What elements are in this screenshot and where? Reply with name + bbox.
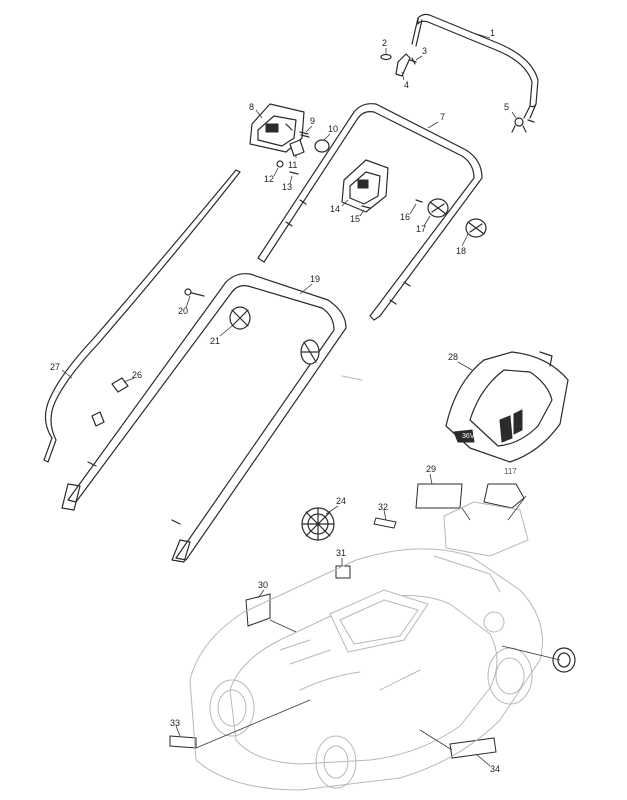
callout-27: 27 bbox=[50, 362, 60, 372]
callout-5: 5 bbox=[504, 102, 509, 112]
callout-26: 26 bbox=[132, 370, 142, 380]
callout-15: 15 bbox=[350, 214, 360, 224]
callout-numbers: 1 2 3 4 5 7 8 9 10 11 12 13 14 15 16 17 … bbox=[50, 28, 517, 774]
callout-28: 28 bbox=[448, 352, 458, 362]
callout-3: 3 bbox=[422, 46, 427, 56]
callout-29: 29 bbox=[426, 464, 436, 474]
callout-19: 19 bbox=[310, 274, 320, 284]
callout-4: 4 bbox=[404, 80, 409, 90]
callout-11: 11 bbox=[288, 160, 297, 170]
callout-8: 8 bbox=[249, 102, 254, 112]
switch-box bbox=[249, 103, 305, 153]
leader-lines bbox=[61, 31, 561, 767]
middle-handle bbox=[257, 103, 483, 321]
callout-33: 33 bbox=[170, 718, 180, 728]
callout-13: 13 bbox=[282, 182, 292, 192]
labels-and-decals bbox=[169, 483, 525, 759]
callout-1: 1 bbox=[490, 28, 495, 38]
callout-31: 31 bbox=[336, 548, 346, 558]
callout-16: 16 bbox=[400, 212, 410, 222]
callout-17: 17 bbox=[416, 224, 426, 234]
handle-hardware bbox=[380, 53, 535, 133]
callout-34: 34 bbox=[490, 764, 500, 774]
callout-18: 18 bbox=[456, 246, 466, 256]
callout-14: 14 bbox=[330, 204, 340, 214]
switch-small-parts bbox=[276, 131, 330, 175]
callout-21: 21 bbox=[210, 336, 220, 346]
callout-9: 9 bbox=[310, 116, 315, 126]
callout-32: 32 bbox=[378, 502, 388, 512]
callout-10: 10 bbox=[328, 124, 338, 134]
callout-30: 30 bbox=[258, 580, 268, 590]
upper-handle-bar bbox=[411, 13, 539, 119]
rear-wheel bbox=[301, 507, 335, 541]
cover-marking: 36V bbox=[462, 433, 475, 440]
callout-117: 117 bbox=[504, 467, 517, 476]
mower-deck-ghost bbox=[189, 501, 543, 791]
callout-2: 2 bbox=[382, 38, 387, 48]
lower-handle-hardware bbox=[91, 288, 363, 427]
front-hubcap bbox=[552, 647, 576, 673]
battery-cover: 36V bbox=[445, 351, 569, 463]
lower-handle bbox=[61, 273, 347, 563]
callout-7: 7 bbox=[440, 112, 445, 122]
lever-fasteners-and-knobs bbox=[361, 198, 487, 238]
callout-20: 20 bbox=[178, 306, 188, 316]
cable-rod bbox=[43, 169, 241, 463]
handle-lever-housing bbox=[341, 159, 389, 213]
callout-12: 12 bbox=[264, 174, 274, 184]
callout-24: 24 bbox=[336, 496, 346, 506]
